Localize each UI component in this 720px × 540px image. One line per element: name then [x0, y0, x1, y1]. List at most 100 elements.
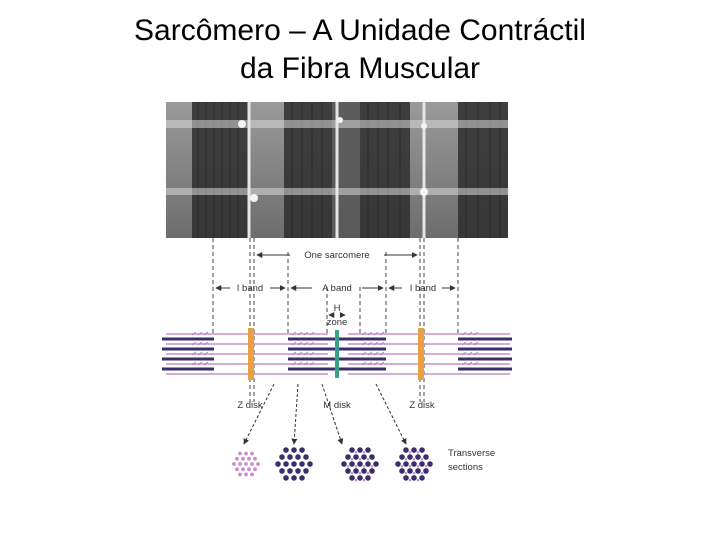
section-dot [373, 461, 379, 467]
section-thin-dot [416, 478, 420, 482]
section-dot [361, 468, 367, 474]
section-dot [423, 468, 429, 474]
section-thin-dot [370, 465, 374, 468]
section-dot [353, 468, 359, 474]
section-dot [403, 461, 409, 467]
section-thin-dot [358, 458, 362, 461]
section-dot [345, 468, 351, 474]
section-dot [369, 468, 375, 474]
transverse-section-thick-and-thin-right [395, 447, 433, 482]
z-disk-left-label: Z disk [237, 400, 263, 411]
electron-micrograph [166, 102, 508, 238]
z-disk-right-bar [418, 328, 424, 380]
thin-filaments [166, 333, 510, 375]
section-dot [287, 468, 293, 474]
m-disk-label: M disk [323, 400, 351, 411]
section-pointers [243, 383, 407, 445]
section-dot [341, 461, 347, 467]
title-line-2: da Fibra Muscular [239, 52, 481, 85]
section-dot [235, 467, 239, 472]
transverse-section-thick-and-thin-left [341, 447, 379, 482]
section-thin-dot [354, 451, 358, 454]
section-thin-dot [404, 472, 408, 475]
section-dot [407, 454, 413, 460]
section-dot [279, 468, 285, 474]
h-zone-label-line2: zone [327, 317, 348, 328]
section-dot [303, 454, 309, 460]
section-dot [279, 454, 285, 460]
section-thin-dot [366, 458, 370, 461]
section-dot [407, 468, 413, 474]
section-dot [403, 475, 409, 481]
section-thin-dot [362, 465, 366, 468]
section-thin-dot [366, 472, 370, 475]
section-dot [244, 462, 248, 466]
section-dot [283, 475, 289, 481]
section-dot [287, 454, 293, 460]
slide-title: Sarcômero – A Unidade Contráctil da Fibr… [0, 12, 720, 88]
section-dot [232, 462, 236, 466]
section-thin-dot [408, 465, 412, 468]
i-band-right-label: I band [410, 283, 436, 294]
a-band-label: A band [322, 283, 352, 294]
transverse-label-line2: sections [448, 462, 483, 473]
section-thin-dot [416, 465, 420, 468]
section-dot [275, 461, 281, 467]
section-dot [291, 447, 297, 453]
section-dot [349, 461, 355, 467]
section-thin-dot [362, 451, 366, 454]
section-thin-dot [354, 465, 358, 468]
section-thin-dot [416, 451, 420, 454]
section-thin-dot [346, 465, 350, 468]
section-thin-dot [412, 458, 416, 461]
section-dot [419, 447, 425, 453]
section-dot [415, 468, 421, 474]
section-dot [256, 462, 260, 466]
section-dot [299, 461, 305, 467]
section-thin-dot [424, 465, 428, 468]
section-dot [411, 461, 417, 467]
m-disk-bar [335, 330, 339, 378]
section-dot [403, 447, 409, 453]
section-dot [253, 467, 257, 472]
section-dot [247, 467, 251, 472]
title-line-1: Sarcômero – A Unidade Contráctil [134, 14, 586, 47]
section-dot [427, 461, 433, 467]
transverse-section-thin-only [232, 451, 260, 477]
section-dot [241, 467, 245, 472]
section-dot [365, 461, 371, 467]
i-band-left-label: I band [237, 283, 263, 294]
section-thin-dot [354, 478, 358, 482]
section-dot [250, 462, 254, 466]
section-thin-dot [350, 458, 354, 461]
section-dot [419, 461, 425, 467]
section-dot [365, 475, 371, 481]
section-thin-dot [350, 472, 354, 475]
section-dot [295, 454, 301, 460]
section-dot [357, 461, 363, 467]
section-dot [415, 454, 421, 460]
section-dot [238, 462, 242, 466]
section-dot [235, 456, 239, 461]
section-dot [349, 447, 355, 453]
section-dot [365, 447, 371, 453]
section-dot [307, 461, 313, 467]
section-thin-dot [412, 472, 416, 475]
section-thin-dot [362, 478, 366, 482]
filament-schematic [162, 328, 512, 380]
section-dot [250, 451, 254, 456]
section-dot [250, 472, 254, 477]
section-dot [253, 456, 257, 461]
section-dot [369, 454, 375, 460]
section-dot [399, 468, 405, 474]
section-dot [411, 475, 417, 481]
section-dot [353, 454, 359, 460]
section-dot [345, 454, 351, 460]
z-disk-left-bar [248, 328, 254, 380]
section-dot [395, 461, 401, 467]
section-thin-dot [408, 478, 412, 482]
section-dot [303, 468, 309, 474]
section-dot [357, 447, 363, 453]
section-dot [295, 468, 301, 474]
section-dot [349, 475, 355, 481]
